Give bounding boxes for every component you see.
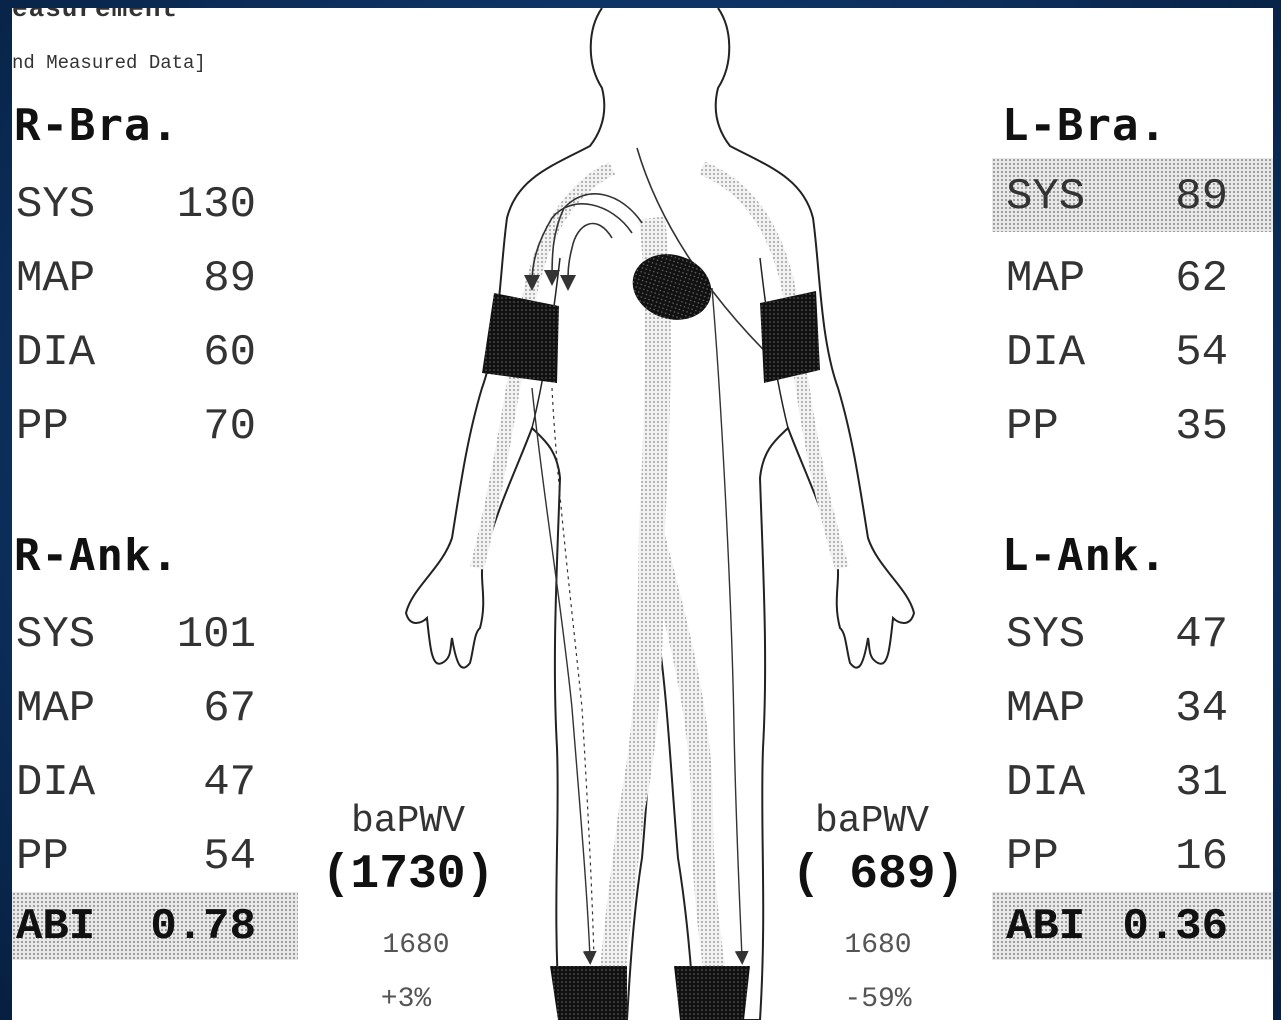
l-ank-dia-label: DIA <box>1006 758 1085 808</box>
bapwv-left-reference: 1680 <box>778 930 978 961</box>
r-bra-pp-label: PP <box>16 402 69 452</box>
l-bra-pp-value: 35 <box>1118 402 1228 452</box>
r-bra-dia-value: 60 <box>146 328 256 378</box>
r-ank-map-value: 67 <box>146 684 256 734</box>
cuff-left-arm-icon <box>760 291 820 383</box>
l-bra-sys-row: SYS 89 <box>992 158 1273 232</box>
l-ank-title: L-Ank. <box>1002 530 1167 581</box>
r-abi-row: ABI 0.78 <box>12 892 298 960</box>
r-ank-sys-value: 101 <box>146 610 256 660</box>
l-abi-value: 0.36 <box>1118 902 1228 952</box>
l-ank-map-row: MAP 34 <box>992 676 1273 740</box>
r-bra-title: R-Bra. <box>14 100 179 151</box>
l-ank-map-label: MAP <box>1006 684 1085 734</box>
r-ank-pp-label: PP <box>16 832 69 882</box>
l-ank-sys-row: SYS 47 <box>992 602 1273 666</box>
heart-icon <box>624 244 720 330</box>
bapwv-right-value: (1730) <box>298 848 518 902</box>
r-bra-pp-value: 70 <box>146 402 256 452</box>
r-ank-pp-row: PP 54 <box>12 824 272 888</box>
r-bra-map-value: 89 <box>146 254 256 304</box>
cuff-left-ankle-icon <box>674 966 750 1020</box>
l-bra-dia-value: 54 <box>1118 328 1228 378</box>
bapwv-left-label: baPWV <box>772 800 972 843</box>
l-ank-dia-value: 31 <box>1118 758 1228 808</box>
l-ank-map-value: 34 <box>1118 684 1228 734</box>
r-abi-value: 0.78 <box>146 902 256 952</box>
r-abi-label: ABI <box>16 902 95 952</box>
r-ank-map-row: MAP 67 <box>12 676 272 740</box>
r-bra-sys-row: SYS 130 <box>12 172 272 236</box>
r-ank-dia-value: 47 <box>146 758 256 808</box>
l-abi-label: ABI <box>1006 902 1085 952</box>
l-ank-sys-label: SYS <box>1006 610 1085 660</box>
r-ank-dia-row: DIA 47 <box>12 750 272 814</box>
l-bra-dia-label: DIA <box>1006 328 1085 378</box>
r-ank-map-label: MAP <box>16 684 95 734</box>
l-bra-sys-value: 89 <box>1118 172 1228 222</box>
l-bra-map-row: MAP 62 <box>992 246 1273 310</box>
r-bra-dia-row: DIA 60 <box>12 320 272 384</box>
l-ank-pp-value: 16 <box>1118 832 1228 882</box>
r-ank-sys-label: SYS <box>16 610 95 660</box>
measurement-sheet: easurement nd Measured Data] <box>12 8 1273 1020</box>
r-ank-title: R-Ank. <box>14 530 179 581</box>
l-ank-pp-label: PP <box>1006 832 1059 882</box>
bapwv-right-label: baPWV <box>308 800 508 843</box>
bapwv-right-deviation: +3% <box>306 984 506 1015</box>
l-bra-dia-row: DIA 54 <box>992 320 1273 384</box>
r-ank-pp-value: 54 <box>146 832 256 882</box>
l-ank-sys-value: 47 <box>1118 610 1228 660</box>
r-bra-sys-value: 130 <box>146 180 256 230</box>
l-bra-title: L-Bra. <box>1002 100 1167 151</box>
l-bra-pp-label: PP <box>1006 402 1059 452</box>
l-bra-map-value: 62 <box>1118 254 1228 304</box>
r-bra-sys-label: SYS <box>16 180 95 230</box>
bapwv-right-reference: 1680 <box>316 930 516 961</box>
bapwv-left-deviation: -59% <box>778 984 978 1015</box>
l-ank-pp-row: PP 16 <box>992 824 1273 888</box>
cuff-right-ankle-icon <box>550 966 627 1020</box>
l-bra-map-label: MAP <box>1006 254 1085 304</box>
l-abi-row: ABI 0.36 <box>992 892 1273 960</box>
r-ank-dia-label: DIA <box>16 758 95 808</box>
r-bra-map-row: MAP 89 <box>12 246 272 310</box>
bapwv-left-value: ( 689) <box>768 848 988 902</box>
r-ank-sys-row: SYS 101 <box>12 602 272 666</box>
l-bra-sys-label: SYS <box>1006 172 1085 222</box>
l-bra-pp-row: PP 35 <box>992 394 1273 458</box>
cuff-right-arm-icon <box>482 293 559 383</box>
l-ank-dia-row: DIA 31 <box>992 750 1273 814</box>
r-bra-map-label: MAP <box>16 254 95 304</box>
r-bra-dia-label: DIA <box>16 328 95 378</box>
r-bra-pp-row: PP 70 <box>12 394 272 458</box>
